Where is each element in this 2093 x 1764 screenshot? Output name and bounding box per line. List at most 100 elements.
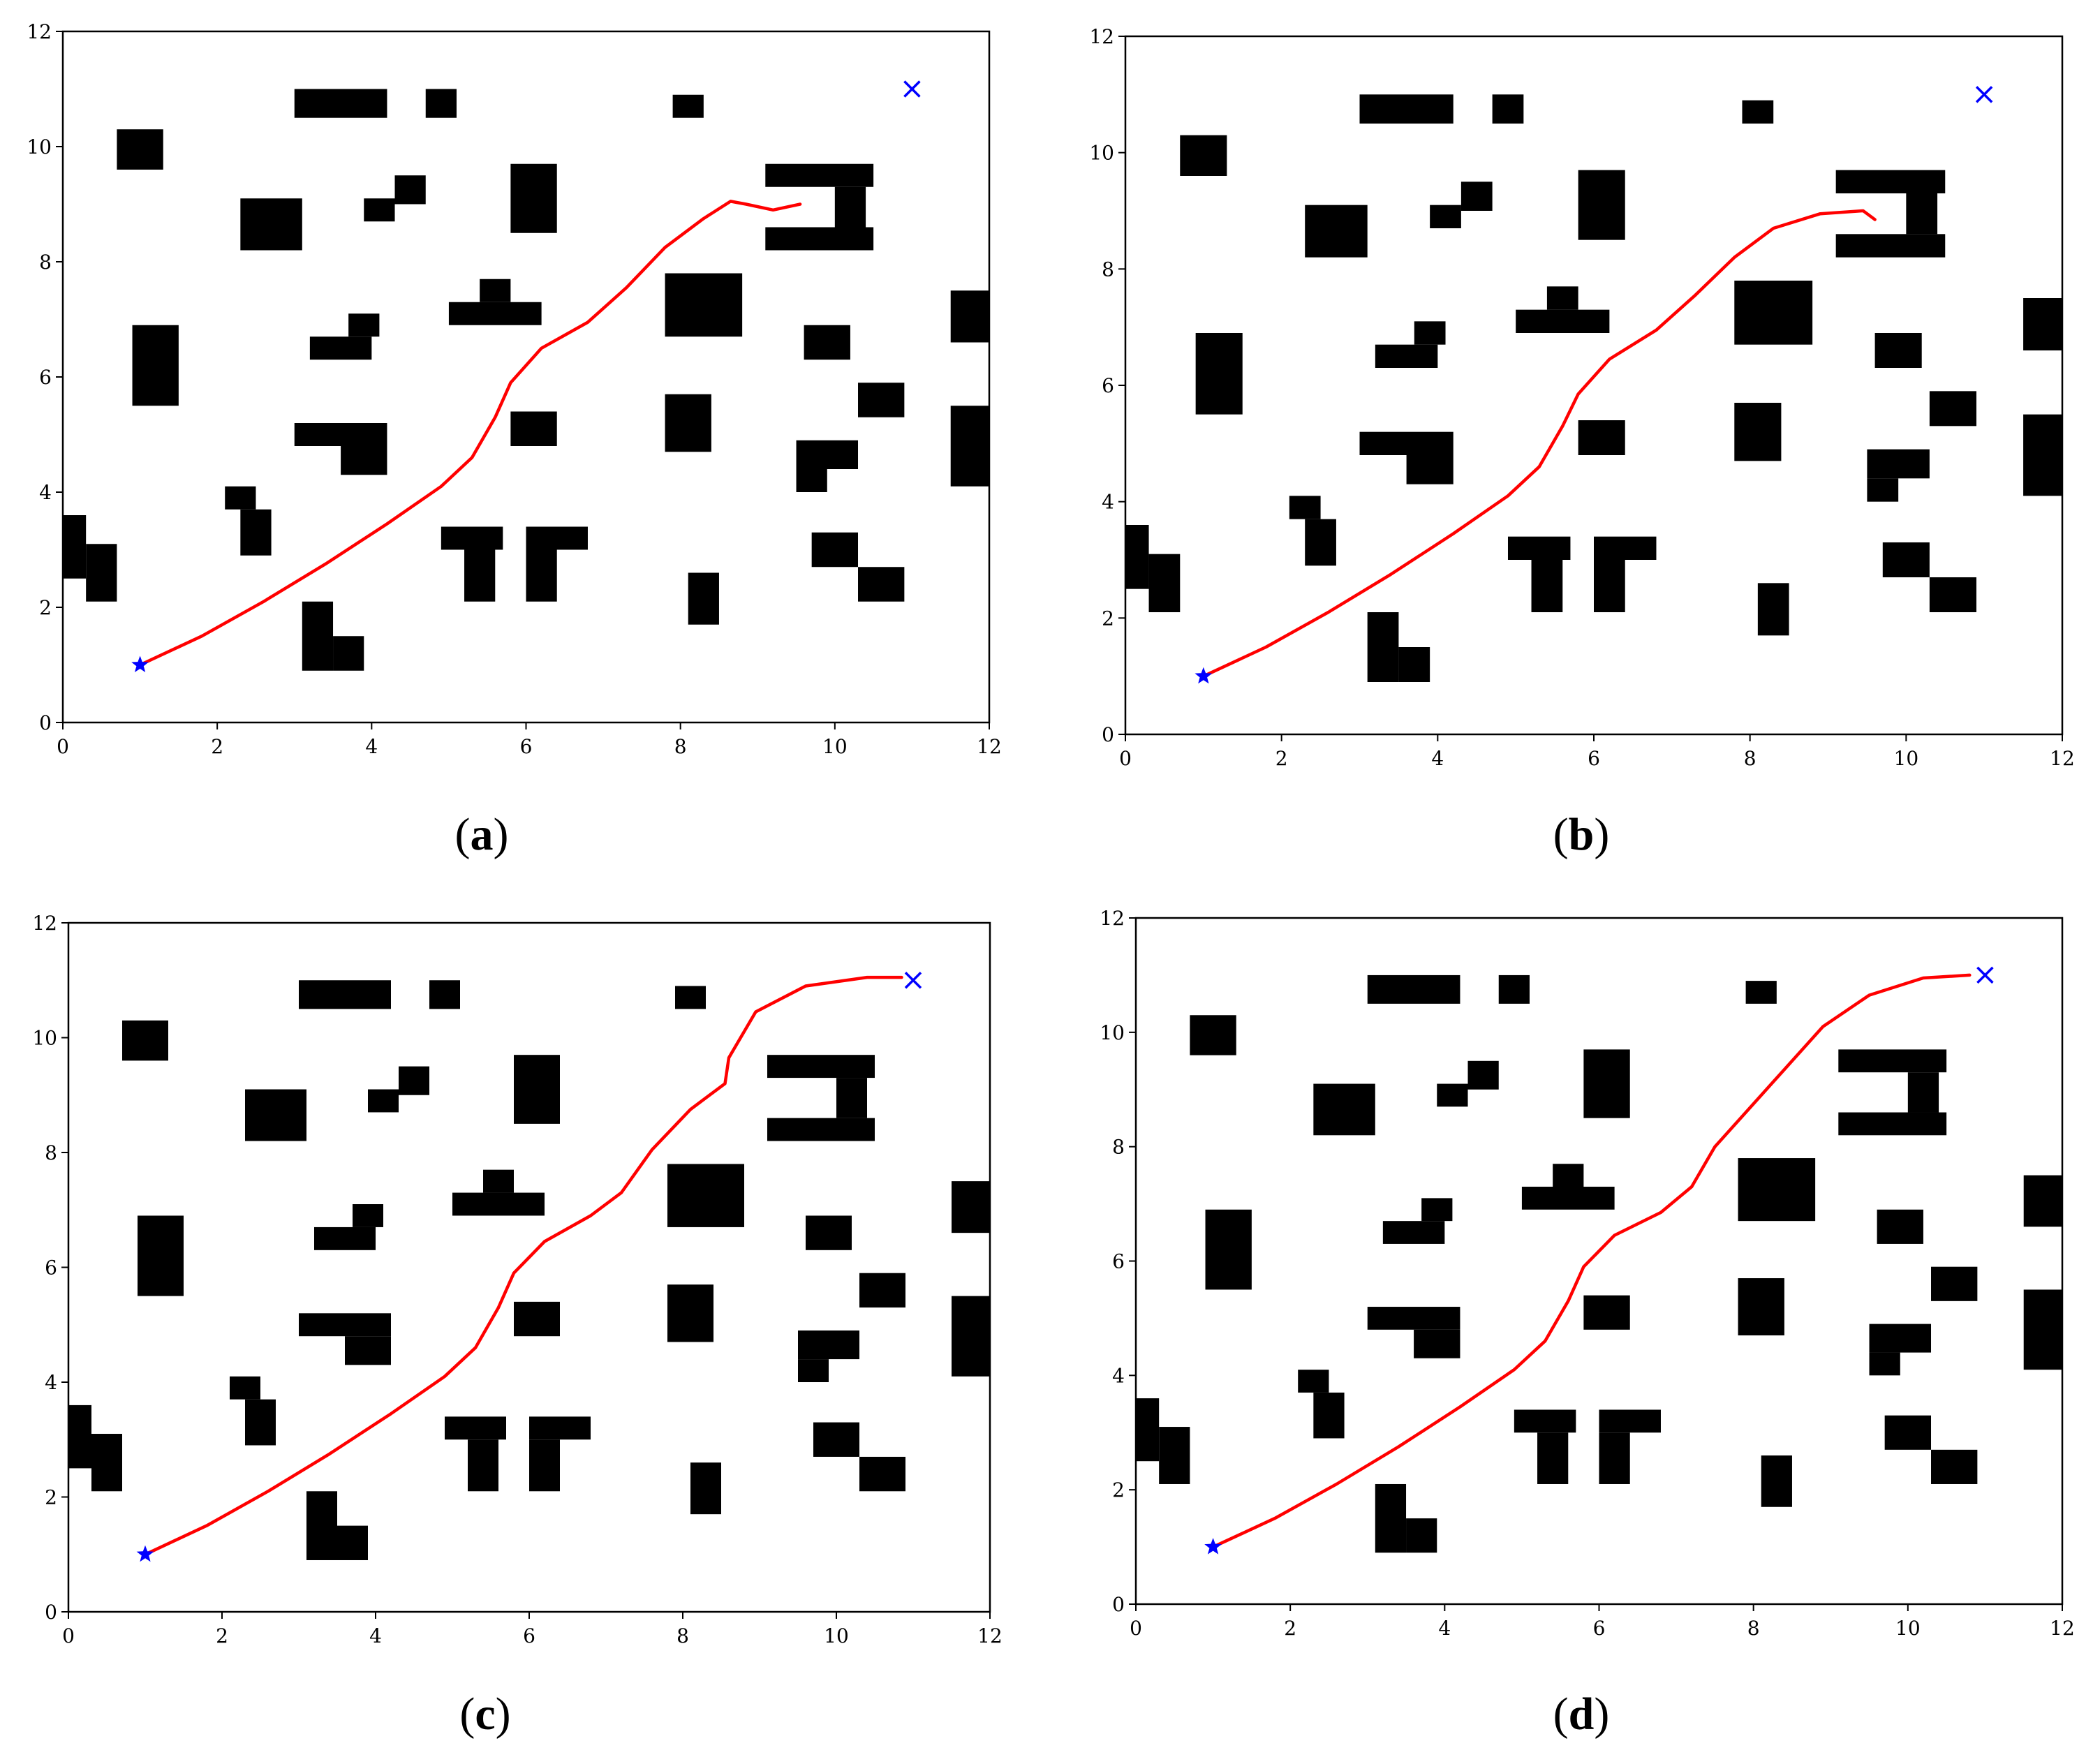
start-marker	[1195, 667, 1213, 684]
obstacle	[1835, 170, 1946, 193]
y-tick-label: 4	[1112, 1364, 1125, 1387]
obstacle	[514, 1055, 560, 1124]
goal-marker-stroke	[1976, 966, 1994, 984]
obstacle	[1931, 1266, 1978, 1301]
obstacle	[368, 1089, 399, 1113]
obstacle	[1289, 496, 1321, 519]
obstacle	[767, 1118, 875, 1141]
x-tick-label: 2	[211, 735, 223, 758]
y-tick-label: 6	[1102, 374, 1114, 397]
obstacle	[1594, 536, 1657, 560]
y-tick-label: 0	[45, 1601, 57, 1624]
obstacle	[836, 1078, 867, 1118]
x-tick-label: 8	[1747, 1617, 1760, 1640]
obstacle	[1359, 94, 1454, 124]
obstacles	[1125, 94, 2062, 682]
obstacle	[1516, 309, 1610, 333]
y-tick-label: 8	[45, 1141, 57, 1164]
obstacle	[1867, 449, 1930, 479]
obstacle	[672, 94, 704, 118]
plot-area	[1125, 36, 2062, 734]
obstacle	[514, 1301, 560, 1337]
obstacle	[806, 1215, 852, 1250]
obstacle	[1546, 286, 1578, 310]
x-tick-label: 6	[1588, 747, 1600, 770]
obstacle	[1437, 1083, 1468, 1107]
y-tick-label: 4	[1102, 491, 1114, 514]
obstacle	[798, 1330, 859, 1360]
y-tick-label: 0	[1112, 1593, 1125, 1616]
x-tick-label: 6	[1593, 1617, 1606, 1640]
obstacle	[429, 980, 460, 1009]
obstacle	[1594, 560, 1625, 612]
obstacle	[117, 129, 163, 170]
obstacle	[1398, 647, 1430, 682]
y-tick-label: 12	[1089, 25, 1114, 48]
obstacle	[299, 980, 391, 1009]
obstacle	[665, 394, 711, 452]
obstacle	[91, 1434, 122, 1492]
obstacle	[796, 440, 859, 469]
obstacle	[1906, 193, 1938, 235]
obstacle	[1578, 170, 1625, 240]
y-tick-label: 6	[1112, 1250, 1125, 1273]
obstacle	[1931, 1449, 1978, 1484]
obstacle	[225, 486, 256, 510]
obstacle	[1507, 536, 1571, 560]
obstacle	[1734, 403, 1782, 461]
obstacle	[1498, 974, 1530, 1004]
obstacle	[1205, 1209, 1252, 1290]
obstacles	[63, 89, 989, 671]
obstacle	[364, 198, 395, 222]
obstacle	[122, 1020, 168, 1061]
obstacle	[1414, 321, 1446, 345]
plot-area	[63, 31, 989, 722]
caption-c-letter: c	[475, 1689, 496, 1740]
obstacle	[1757, 583, 1789, 636]
y-tick-label: 4	[39, 481, 52, 504]
x-tick-label: 6	[520, 735, 533, 758]
obstacle	[1382, 1221, 1445, 1244]
obstacle	[1421, 1198, 1453, 1222]
goal-marker	[1976, 966, 1994, 984]
obstacle	[1375, 1483, 1407, 1553]
obstacle	[1835, 234, 1946, 258]
obstacle	[1406, 455, 1454, 484]
obstacle	[798, 1359, 829, 1382]
x-tick-label: 2	[1284, 1617, 1296, 1640]
obstacle	[2023, 1289, 2062, 1370]
obstacle	[1305, 205, 1368, 258]
x-tick-label: 4	[369, 1624, 382, 1647]
obstacle	[526, 526, 588, 550]
x-tick-label: 10	[1894, 747, 1919, 770]
obstacle	[526, 549, 557, 602]
obstacle	[690, 1462, 721, 1515]
y-tick-label: 2	[39, 596, 52, 619]
y-tick-label: 10	[1089, 142, 1114, 165]
obstacle	[348, 313, 380, 337]
obstacle	[529, 1439, 560, 1492]
obstacle	[1578, 420, 1625, 455]
obstacle	[859, 1273, 905, 1308]
caption-b-letter: b	[1568, 809, 1595, 860]
obstacle	[333, 636, 364, 671]
obstacle	[1929, 577, 1976, 612]
obstacle	[394, 175, 426, 205]
obstacle	[1869, 1352, 1900, 1376]
obstacle	[950, 290, 989, 343]
obstacle	[445, 1416, 506, 1440]
obstacle	[468, 1439, 498, 1492]
path-line	[1201, 209, 1877, 678]
obstacles	[1136, 974, 2062, 1553]
x-tick-label: 8	[1744, 747, 1757, 770]
obstacle	[1460, 181, 1493, 211]
obstacle	[294, 423, 387, 446]
x-tick-label: 4	[1438, 1617, 1451, 1640]
plot-area	[68, 923, 990, 1612]
obstacle	[245, 1399, 276, 1446]
caption-d: (d)	[1553, 1689, 1610, 1740]
start-marker	[131, 655, 149, 672]
